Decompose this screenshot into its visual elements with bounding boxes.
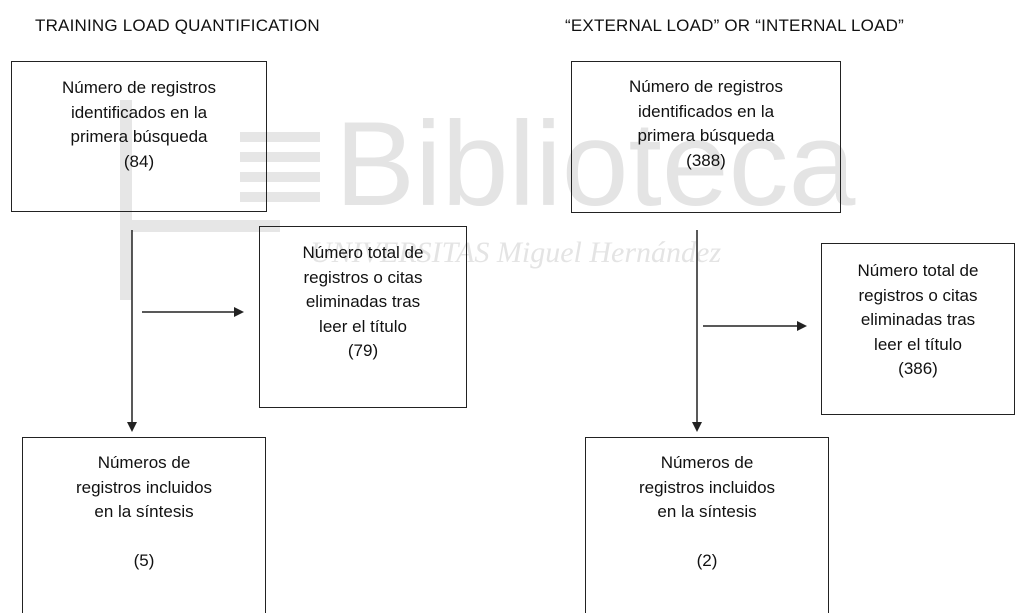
record-count: (2): [696, 550, 718, 570]
box-text-line: primera búsqueda: [637, 126, 775, 145]
right-records-identified-box: Número de registros identificados en la …: [571, 61, 841, 213]
box-text-line: Número total de: [857, 261, 979, 280]
box-text-line: registros o citas: [303, 267, 423, 287]
right-column-heading: “EXTERNAL LOAD” OR “INTERNAL LOAD”: [565, 16, 904, 35]
box-text-line: eliminadas tras: [860, 310, 976, 329]
right-records-excluded-box: Número total de registros o citas elimin…: [821, 243, 1015, 415]
box-text-line: eliminadas tras: [305, 292, 421, 311]
box-text-line: registros o citas: [858, 285, 978, 305]
record-count: (386): [898, 359, 938, 378]
left-records-included-box: Números de registros incluidos en la sín…: [22, 437, 266, 613]
box-text-line: en la síntesis: [94, 502, 194, 521]
box-text-line: identificados en la: [637, 101, 775, 121]
record-count: (79): [347, 341, 379, 360]
box-text-line: primera búsqueda: [70, 127, 208, 146]
record-count: (5): [133, 550, 155, 570]
left-records-identified-box: Número de registros identificados en la …: [11, 61, 267, 212]
box-text-line: en la síntesis: [657, 502, 757, 521]
record-count: (84): [123, 151, 155, 171]
box-text-line: identificados en la: [70, 102, 208, 122]
box-text-line: Número de registros: [61, 78, 216, 97]
right-records-included-box: Números de registros incluidos en la sín…: [585, 437, 829, 613]
box-text-line: Números de: [97, 453, 191, 472]
record-count: (388): [686, 150, 726, 170]
box-text-line: Número total de: [302, 243, 424, 262]
box-text-line: leer el título: [319, 316, 407, 336]
box-text-line: Número de registros: [628, 77, 783, 96]
box-text-line: registros incluidos: [75, 477, 213, 497]
box-text-line: Números de: [660, 453, 754, 472]
left-column-heading: TRAINING LOAD QUANTIFICATION: [35, 16, 320, 35]
box-text-line: registros incluidos: [638, 477, 776, 497]
box-text-line: leer el título: [874, 334, 962, 354]
left-records-excluded-box: Número total de registros o citas elimin…: [259, 226, 467, 408]
